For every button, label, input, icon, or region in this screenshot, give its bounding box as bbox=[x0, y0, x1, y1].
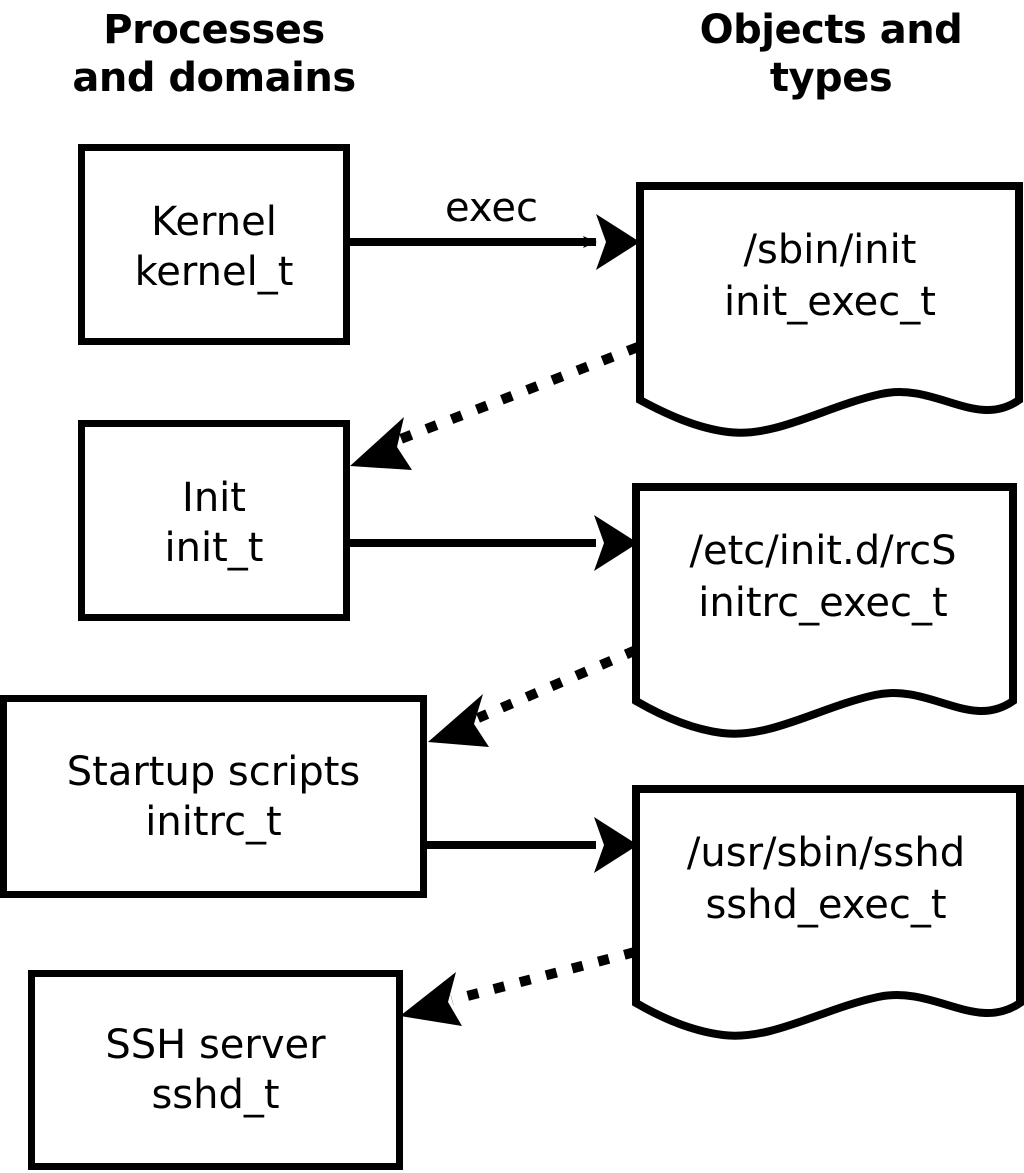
object-doc-etc-initd-rcs[interactable]: /etc/init.d/rcS initrc_exec_t bbox=[632, 483, 1020, 741]
process-name: Startup scripts bbox=[66, 748, 361, 795]
object-doc-usr-sbin-sshd[interactable]: /usr/sbin/sshd sshd_exec_t bbox=[632, 785, 1024, 1043]
process-box-startup-scripts[interactable]: Startup scripts initrc_t bbox=[0, 695, 427, 898]
edge-usr-sbin-sshd-to-ssh-server bbox=[400, 947, 637, 1026]
process-type: init_t bbox=[164, 524, 264, 571]
process-name: Init bbox=[182, 474, 246, 521]
document-outline bbox=[636, 182, 1023, 437]
edge-startup-scripts-to-usr-sbin-sshd bbox=[425, 817, 638, 873]
document-outline bbox=[632, 483, 1017, 738]
process-type: sshd_t bbox=[151, 1072, 280, 1118]
process-box-ssh-server[interactable]: SSH server sshd_t bbox=[28, 970, 403, 1170]
document-outline bbox=[632, 785, 1024, 1040]
process-box-kernel[interactable]: Kernel kernel_t bbox=[78, 144, 350, 345]
process-type: initrc_t bbox=[145, 798, 282, 845]
edge-etc-initd-rcs-to-startup-scripts bbox=[428, 645, 638, 747]
edge-init-to-etc-initd-rcs bbox=[349, 515, 638, 571]
process-name: Kernel bbox=[151, 198, 277, 245]
object-doc-sbin-init[interactable]: /sbin/init init_exec_t bbox=[636, 182, 1024, 440]
column-header-objects: Objects and types bbox=[699, 7, 963, 101]
edge-sbin-init-to-init bbox=[350, 342, 640, 470]
process-box-init[interactable]: Init init_t bbox=[78, 420, 350, 621]
edge-label-exec: exec bbox=[445, 185, 538, 231]
column-header-processes: Processes and domains bbox=[72, 7, 356, 101]
process-type: kernel_t bbox=[134, 248, 294, 295]
process-name: SSH server bbox=[105, 1022, 326, 1068]
